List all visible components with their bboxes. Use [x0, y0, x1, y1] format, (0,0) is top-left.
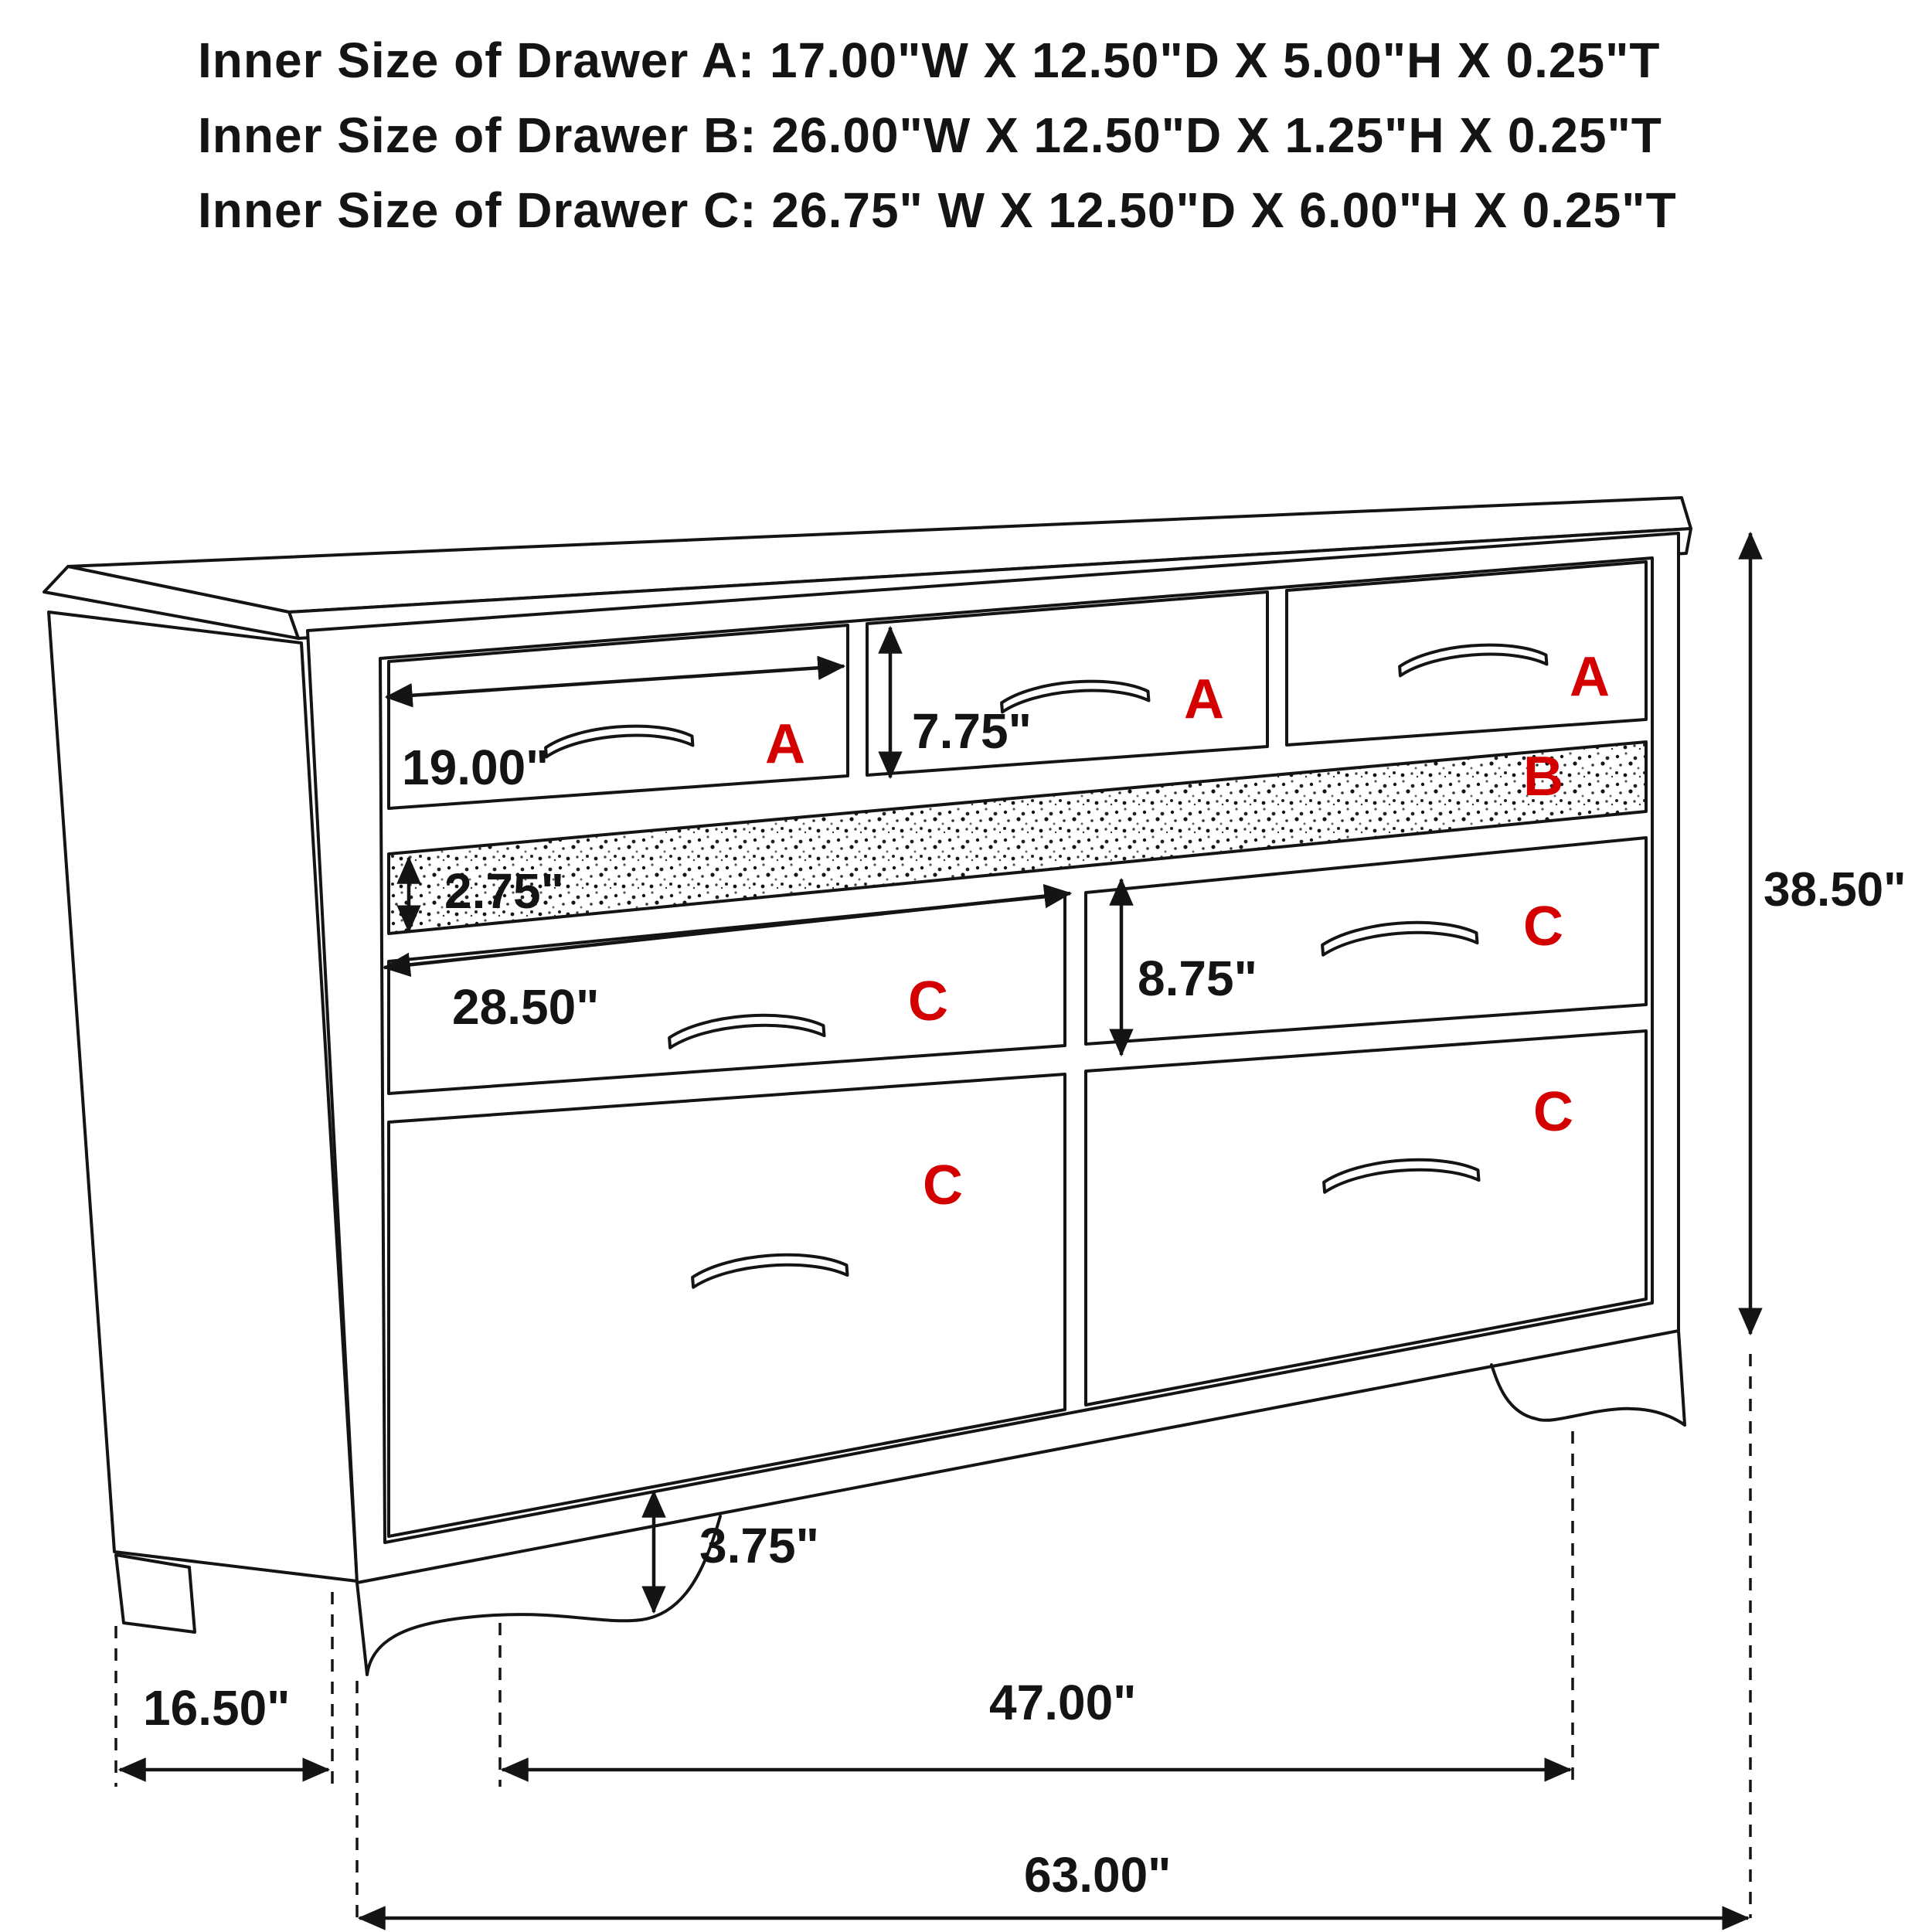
- drawer-a3-label: A: [1570, 646, 1610, 708]
- dim-drawer-a-height-label: 7.75": [912, 703, 1032, 759]
- dim-overall-depth: 16.50": [117, 1680, 331, 1782]
- drawer-c-left-bottom-handle-icon: [691, 1253, 849, 1289]
- drawer-a1-label: A: [765, 713, 805, 775]
- drawer-a3-handle-icon: [1398, 643, 1549, 678]
- dim-drawer-c-height-label: 8.75": [1138, 951, 1257, 1006]
- drawer-c-right-top-front: [1084, 836, 1648, 1046]
- dim-drawer-c-width: 28.50": [382, 883, 1073, 1035]
- drawer-a2-handle-icon: [1000, 679, 1151, 714]
- drawer-letter-labels: A A A B C C C C: [765, 646, 1610, 1216]
- drawer-a-inner-size-note: Inner Size of Drawer A: 17.00"W X 12.50"…: [198, 32, 1661, 88]
- drawer-c-right-bottom-front: [1084, 1029, 1648, 1406]
- drawer-c-right-top-label: C: [1523, 896, 1563, 957]
- drawer-c-right-bottom-handle-icon: [1322, 1158, 1481, 1194]
- drawer-a1-handle-icon: [544, 724, 695, 759]
- dim-feet-span: 47.00": [500, 1675, 1573, 1782]
- extension-guides: [114, 1354, 1752, 1918]
- dim-overall-depth-label: 16.50": [143, 1680, 291, 1736]
- drawer-c-right-top-handle-icon: [1321, 920, 1479, 957]
- drawer-c-right-bottom-label: C: [1533, 1081, 1573, 1143]
- dim-drawer-c-height: 8.75": [1109, 877, 1257, 1057]
- dim-base-height-label: 3.75": [699, 1518, 819, 1573]
- dim-overall-height: 38.50": [1738, 531, 1906, 1336]
- drawer-a2-label: A: [1184, 668, 1224, 730]
- dim-overall-width: 63.00": [357, 1847, 1750, 1930]
- drawer-b-label: B: [1523, 746, 1563, 808]
- cabinet-top-left-corner: [43, 565, 300, 640]
- drawer-c-left-top-label: C: [908, 971, 948, 1032]
- dim-drawer-c-width-label: 28.50": [452, 979, 600, 1035]
- dimension-annotations: 19.00" 7.75" 2.75" 28.50" 8.75" 38.50": [117, 531, 1906, 1930]
- cabinet-rear-left-foot: [114, 1553, 196, 1634]
- dim-feet-span-label: 47.00": [989, 1675, 1137, 1730]
- cabinet-front-right-foot: [1490, 1329, 1686, 1427]
- drawer-b-inner-size-note: Inner Size of Drawer B: 26.00"W X 12.50"…: [198, 107, 1662, 163]
- dim-drawer-a-height: 7.75": [878, 625, 1032, 780]
- dim-overall-width-label: 63.00": [1024, 1847, 1172, 1903]
- dim-drawer-b-height-label: 2.75": [444, 863, 564, 919]
- cabinet-left-side-panel: [47, 611, 359, 1583]
- cabinet-front-left-foot: [355, 1515, 722, 1676]
- drawer-c-left-bottom-label: C: [923, 1155, 963, 1216]
- dim-overall-height-label: 38.50": [1764, 863, 1906, 917]
- drawer-c-left-top-handle-icon: [668, 1013, 826, 1049]
- dim-drawer-a-width: 19.00": [384, 655, 846, 795]
- drawer-c-left-bottom-front: [387, 1073, 1066, 1538]
- header-notes: Inner Size of Drawer A: 17.00"W X 12.50"…: [198, 23, 1677, 248]
- drawer-c-inner-size-note: Inner Size of Drawer C: 26.75" W X 12.50…: [198, 182, 1677, 238]
- drawer-handles: [544, 643, 1549, 1289]
- dim-drawer-a-width-label: 19.00": [402, 740, 549, 795]
- dim-base-height: 3.75": [641, 1489, 819, 1614]
